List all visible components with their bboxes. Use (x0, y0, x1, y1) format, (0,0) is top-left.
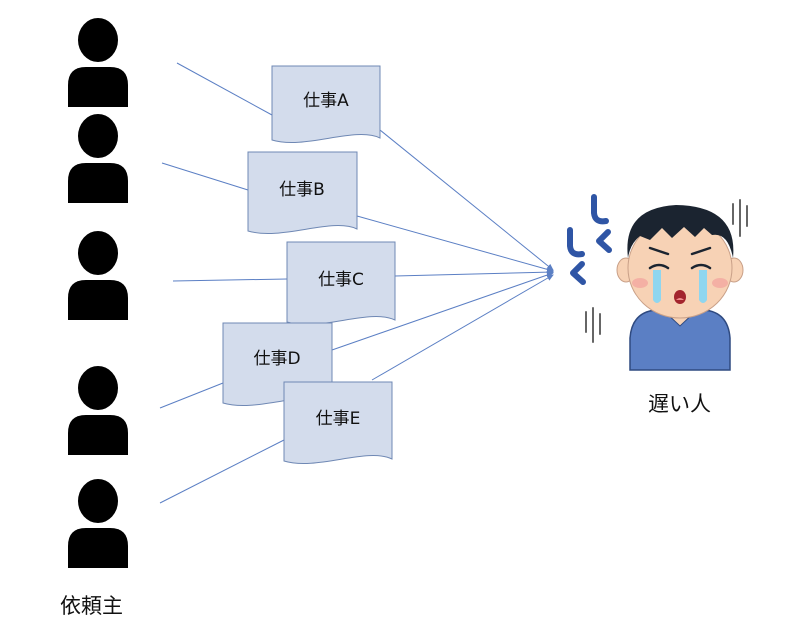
connector-line-e (159, 439, 285, 504)
worker-mouth (674, 290, 686, 304)
worker-hair (627, 205, 734, 258)
requesters-label: 依頼主 (60, 594, 123, 618)
requester-person-icon-4 (68, 366, 128, 455)
document-shape (271, 65, 381, 144)
arrow-b (356, 215, 554, 273)
requester-person-icon-2 (68, 114, 128, 203)
requester-icons (68, 18, 128, 568)
task-label-e: 仕事E (316, 409, 361, 429)
connector-line-b (161, 162, 249, 191)
sob-ku-glyph-1 (596, 229, 612, 253)
document-shape (283, 381, 393, 465)
task-arrows (331, 129, 554, 381)
sob-sound-effect (567, 194, 612, 285)
connector-line-d (159, 382, 224, 409)
sob-shi-glyph-2 (567, 227, 585, 258)
task-label-a: 仕事A (303, 91, 349, 111)
arrow-e (371, 274, 554, 381)
crying-worker-icon (616, 205, 744, 371)
requester-person-icon-5 (68, 479, 128, 568)
connector-line-a (176, 62, 273, 116)
document-shape (247, 151, 358, 235)
task-document-c: 仕事C (286, 241, 396, 326)
sob-shi-glyph-1 (591, 194, 609, 225)
task-document-e: 仕事E (283, 381, 393, 465)
requester-connectors (159, 62, 288, 504)
worker-label: 遅い人 (648, 392, 711, 416)
arrow-c (394, 269, 554, 277)
arrow-d (331, 272, 554, 351)
shiver-marks (585, 199, 748, 343)
task-document-b: 仕事B (247, 151, 358, 235)
task-document-a: 仕事A (271, 65, 381, 144)
task-label-b: 仕事B (279, 180, 325, 200)
requester-person-icon-3 (68, 231, 128, 320)
connector-line-c (172, 278, 288, 282)
arrow-a (379, 129, 554, 271)
sob-ku-glyph-2 (570, 261, 586, 285)
task-label-c: 仕事C (318, 270, 364, 290)
tears (653, 270, 661, 303)
task-label-d: 仕事D (253, 349, 300, 369)
requester-person-icon-1 (68, 18, 128, 107)
task-documents: 仕事A 仕事B 仕事C 仕事D 仕事E (222, 65, 396, 465)
